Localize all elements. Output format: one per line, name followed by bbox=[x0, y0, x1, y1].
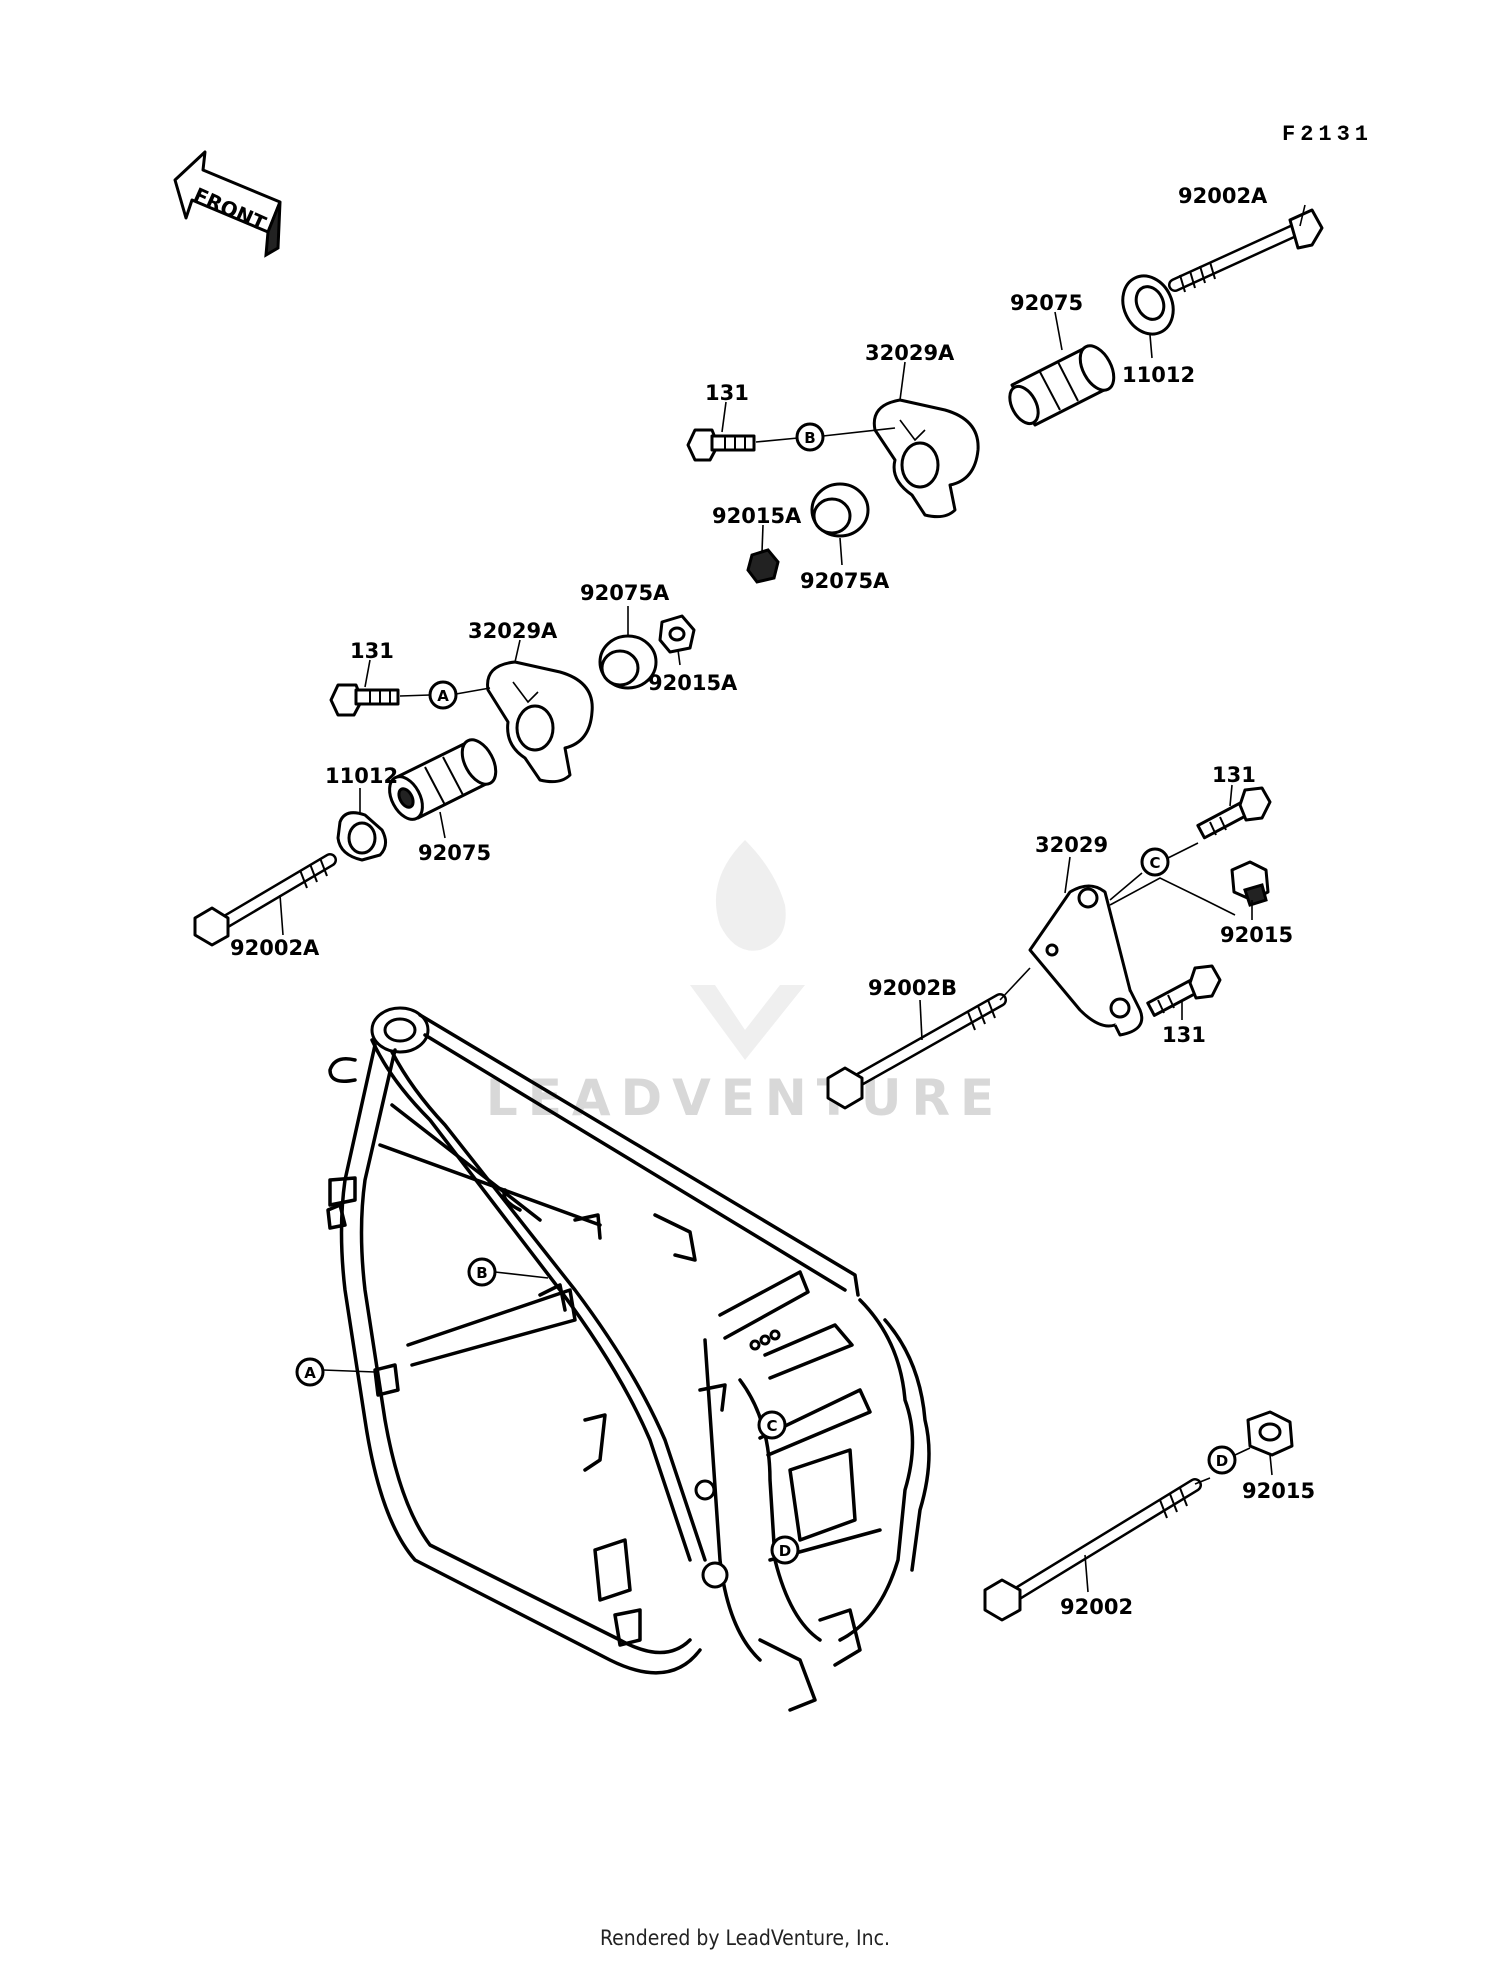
washer-11012-top bbox=[1121, 274, 1175, 336]
label-131-right-top: 131 bbox=[1212, 763, 1256, 787]
watermark-text: LEADVENTURE bbox=[486, 1069, 1004, 1127]
label-92015-bottom: 92015 bbox=[1242, 1479, 1315, 1503]
nut-92015-bottom bbox=[1246, 1410, 1294, 1457]
bolt-92002B bbox=[826, 993, 1007, 1110]
bushing-92075-left bbox=[388, 738, 498, 821]
label-92075-left: 92075 bbox=[418, 841, 491, 865]
label-92015A-mid: 92015A bbox=[712, 504, 802, 528]
nut-92015A-mid bbox=[746, 548, 780, 584]
bushing-92075-top bbox=[1008, 344, 1116, 427]
label-92002: 92002 bbox=[1060, 1595, 1133, 1619]
ref-C-frame: C bbox=[766, 1417, 777, 1435]
ref-B-top: B bbox=[804, 429, 815, 447]
ref-A-frame: A bbox=[304, 1364, 316, 1382]
bracket-32029A-left bbox=[486, 660, 594, 784]
label-92075A-left: 92075A bbox=[580, 581, 670, 605]
ref-A-top: A bbox=[437, 687, 449, 705]
motorcycle-frame bbox=[326, 1006, 931, 1712]
label-92002B: 92002B bbox=[868, 976, 957, 1000]
label-92015-right: 92015 bbox=[1220, 923, 1293, 947]
ref-D-frame: D bbox=[779, 1542, 791, 1560]
plate-32029 bbox=[1028, 884, 1144, 1037]
label-131-top: 131 bbox=[705, 381, 749, 405]
ref-B-frame: B bbox=[476, 1264, 487, 1282]
label-32029A-top: 32029A bbox=[865, 341, 955, 365]
nut-92015-right bbox=[1230, 860, 1270, 907]
label-32029: 32029 bbox=[1035, 833, 1108, 857]
ref-C-top: C bbox=[1149, 854, 1160, 872]
bolt-131-left bbox=[329, 683, 400, 717]
front-arrow-icon: FRONT bbox=[173, 150, 282, 258]
bushing-92075A-left bbox=[598, 634, 658, 690]
bolt-92002A-top bbox=[1168, 208, 1324, 293]
diagram-code: F2131 bbox=[1282, 122, 1373, 147]
label-131-right-bottom: 131 bbox=[1162, 1023, 1206, 1047]
label-11012-top: 11012 bbox=[1122, 363, 1195, 387]
bolt-131-right-top bbox=[1196, 786, 1272, 840]
label-11012-left: 11012 bbox=[325, 764, 398, 788]
label-92002A-top: 92002A bbox=[1178, 184, 1268, 208]
label-131-left: 131 bbox=[350, 639, 394, 663]
ref-D-bottom: D bbox=[1216, 1452, 1228, 1470]
label-92075A-mid: 92075A bbox=[800, 569, 890, 593]
watermark-logo bbox=[690, 840, 805, 1060]
label-92075-top: 92075 bbox=[1010, 291, 1083, 315]
bolt-92002A-left bbox=[193, 853, 337, 947]
label-32029A-left: 32029A bbox=[468, 619, 558, 643]
washer-11012-left bbox=[336, 811, 387, 862]
label-92015A-left: 92015A bbox=[648, 671, 738, 695]
label-92002A-left: 92002A bbox=[230, 936, 320, 960]
bracket-32029A-top bbox=[872, 398, 980, 519]
bolt-131-top bbox=[686, 428, 756, 462]
nut-92015A-left bbox=[658, 614, 696, 654]
bolt-131-right-bottom bbox=[1146, 964, 1222, 1017]
footer-credit: Rendered by LeadVenture, Inc. bbox=[600, 1926, 890, 1950]
bushing-92075A-mid bbox=[810, 482, 870, 538]
bolt-92002 bbox=[983, 1478, 1202, 1622]
